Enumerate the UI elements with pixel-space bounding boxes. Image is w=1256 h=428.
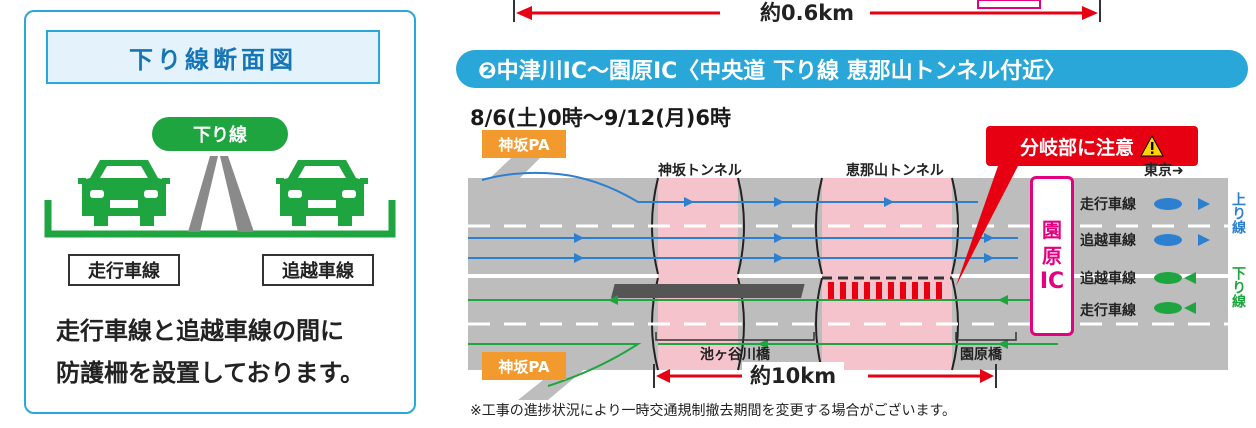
warning-triangle-icon [1140,135,1164,157]
warning-pointer [956,166,1018,286]
median-left [188,156,218,232]
kamisaka-pa-top: 神坂PA [482,130,566,158]
footnote: ※工事の進捗状況により一時交通規制撤去期間を変更する場合がございます。 [470,403,957,419]
top-distance-arrow [513,0,1101,22]
road-diagram [468,150,1228,400]
lane-label-passing: 追越車線 [262,254,374,286]
down-line-label: 下り線 [1230,266,1246,308]
tunnel-label-enasan: 恵那山トンネル [846,163,944,179]
cross-section-illustration [44,156,396,238]
down-line-pill: 下り線 [152,117,288,151]
notice-line-1: 走行車線と追越車線の間に [56,317,344,345]
enasan-tunnel [822,178,952,370]
bridge-brackets [655,332,1017,341]
bridge-label-ikegaya: 池ヶ谷川橋 [700,347,770,363]
lane-down-passing: 追越車線 [1080,271,1136,287]
road-edge [44,200,396,238]
ic-char-1: 園 [1042,218,1062,242]
tokyo-direction: 東京➜ [1144,163,1184,179]
warning-badge: 分岐部に注意 [986,126,1198,166]
lane-label-travel: 走行車線 [68,254,180,286]
lane-up-travel: 走行車線 [1080,197,1136,213]
lane-car-icons [1154,198,1210,314]
warning-text: 分岐部に注意 [1019,136,1134,159]
car-left-icon [78,160,170,226]
down-line-arrows [468,299,1058,387]
top-distance-label: 約0.6km [752,0,863,26]
sonohara-ic-box: 園 原 IC [1030,176,1074,336]
distance-arrow [653,364,997,388]
median-right [220,156,254,232]
cross-section-title: 下り線断面図 [46,30,380,84]
bridge-label-sonohara: 園原橋 [960,347,1002,363]
traffic-cones [828,282,942,300]
car-right-icon [276,160,368,226]
lane-up-passing: 追越車線 [1080,233,1136,249]
distance-label: 約10km [742,362,845,390]
median-barrier [611,284,805,298]
notice-line-2: 防護柵を設置しております。 [56,359,365,387]
schedule-text: 8/6(土)0時～9/12(月)6時 [470,106,732,130]
cross-section-panel [24,10,416,414]
ic-char-3: IC [1039,269,1065,294]
kamisaka-pa-bottom: 神坂PA [482,352,566,380]
kamisaka-tunnel [658,178,738,370]
ic-char-2: 原 [1042,244,1062,268]
section-title: ❷中津川IC～園原IC〈中央道 下り線 恵那山トンネル付近〉 [456,50,1248,88]
tunnel-label-kamisaka: 神坂トンネル [658,163,742,179]
up-line-arrows [468,171,1018,259]
up-line-label: 上り線 [1230,192,1246,234]
lane-down-travel: 走行車線 [1080,303,1136,319]
